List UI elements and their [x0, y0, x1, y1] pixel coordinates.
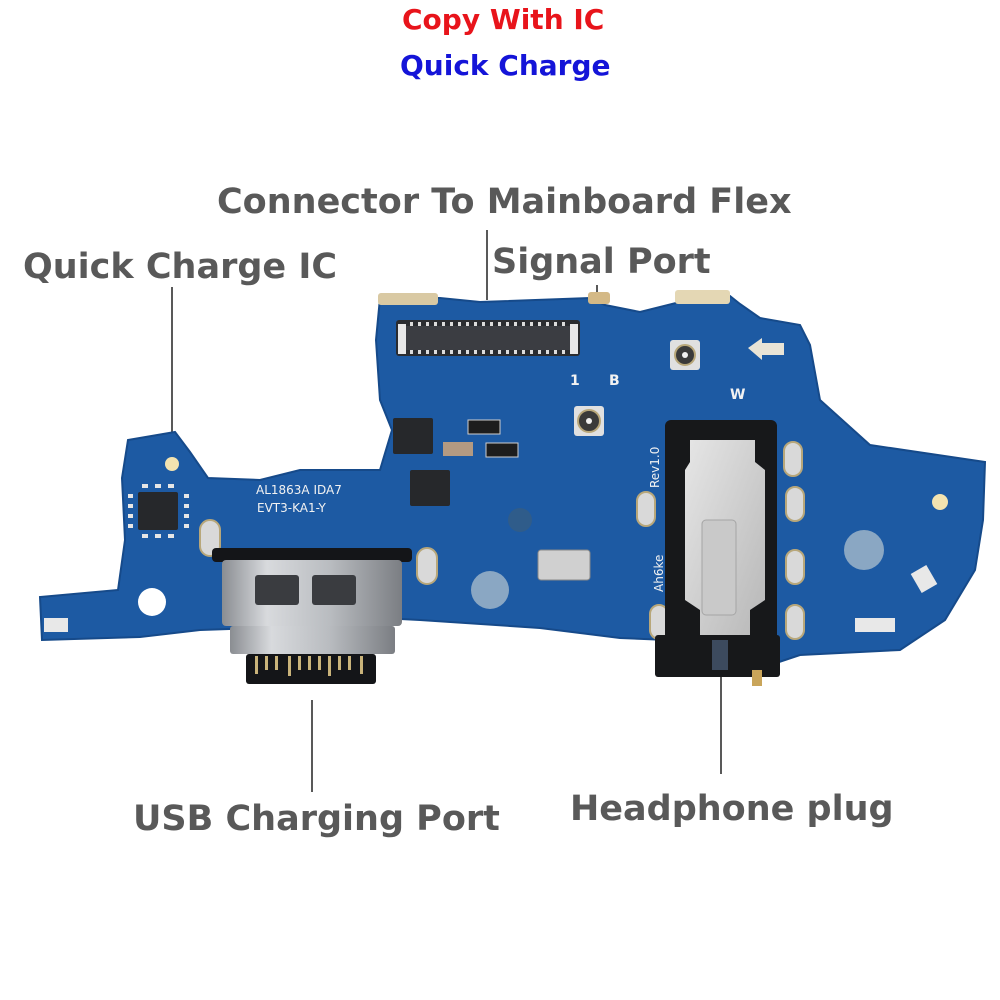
label-quick-charge-ic: Quick Charge IC	[23, 247, 338, 287]
resistor-2	[485, 442, 519, 458]
leader-line-connector	[486, 230, 488, 300]
quick-charge-ic-chip	[128, 484, 189, 538]
crystal-oscillator	[537, 549, 591, 581]
header-quick-charge: Quick Charge	[400, 49, 611, 82]
pad-left	[44, 618, 68, 632]
mount-hole-right	[844, 530, 884, 570]
mount-hole-mid	[471, 571, 509, 609]
gold-dot-right	[932, 494, 948, 510]
silkscreen-rev: Rev1.0	[648, 447, 662, 488]
label-usb-charging-port: USB Charging Port	[133, 799, 500, 839]
silkscreen-revision-code: EVT3-KA1-Y	[257, 501, 326, 515]
headphone-jack	[655, 420, 780, 686]
gold-pad-top-mid	[588, 292, 610, 304]
leader-line-quick-charge-ic	[171, 287, 173, 467]
resistor-1	[467, 419, 501, 435]
capacitor-1	[443, 442, 473, 456]
usb-c-port	[212, 548, 412, 684]
chip-2	[410, 470, 450, 506]
signal-port-socket-b	[574, 406, 604, 436]
arrow-marker	[748, 338, 784, 360]
header-copy-with-ic: Copy With IC	[402, 3, 605, 36]
label-signal-port: Signal Port	[492, 242, 711, 282]
mount-hole-small	[508, 508, 532, 532]
silkscreen-b: B	[609, 373, 620, 389]
label-headphone-plug: Headphone plug	[570, 789, 894, 829]
signal-port-socket-w	[670, 340, 700, 370]
pad-right-2	[855, 618, 895, 632]
gold-dot-left	[165, 457, 179, 471]
leader-line-usb-port	[311, 700, 313, 792]
pad-right-1	[910, 564, 938, 594]
label-connector-to-mainboard-flex: Connector To Mainboard Flex	[217, 182, 792, 222]
mount-hole-left	[138, 588, 166, 616]
silkscreen-part-no: AL1863A IDA7	[256, 483, 342, 497]
gold-pad-top-right	[675, 290, 730, 304]
flex-connector	[396, 320, 580, 356]
gold-pad-top-left	[378, 293, 438, 305]
chip-1	[393, 418, 433, 454]
silkscreen-w: W	[730, 387, 745, 403]
leader-line-headphone	[720, 672, 722, 774]
silkscreen-maker: Ah6ke	[652, 555, 666, 592]
silkscreen-1: 1	[570, 373, 580, 389]
